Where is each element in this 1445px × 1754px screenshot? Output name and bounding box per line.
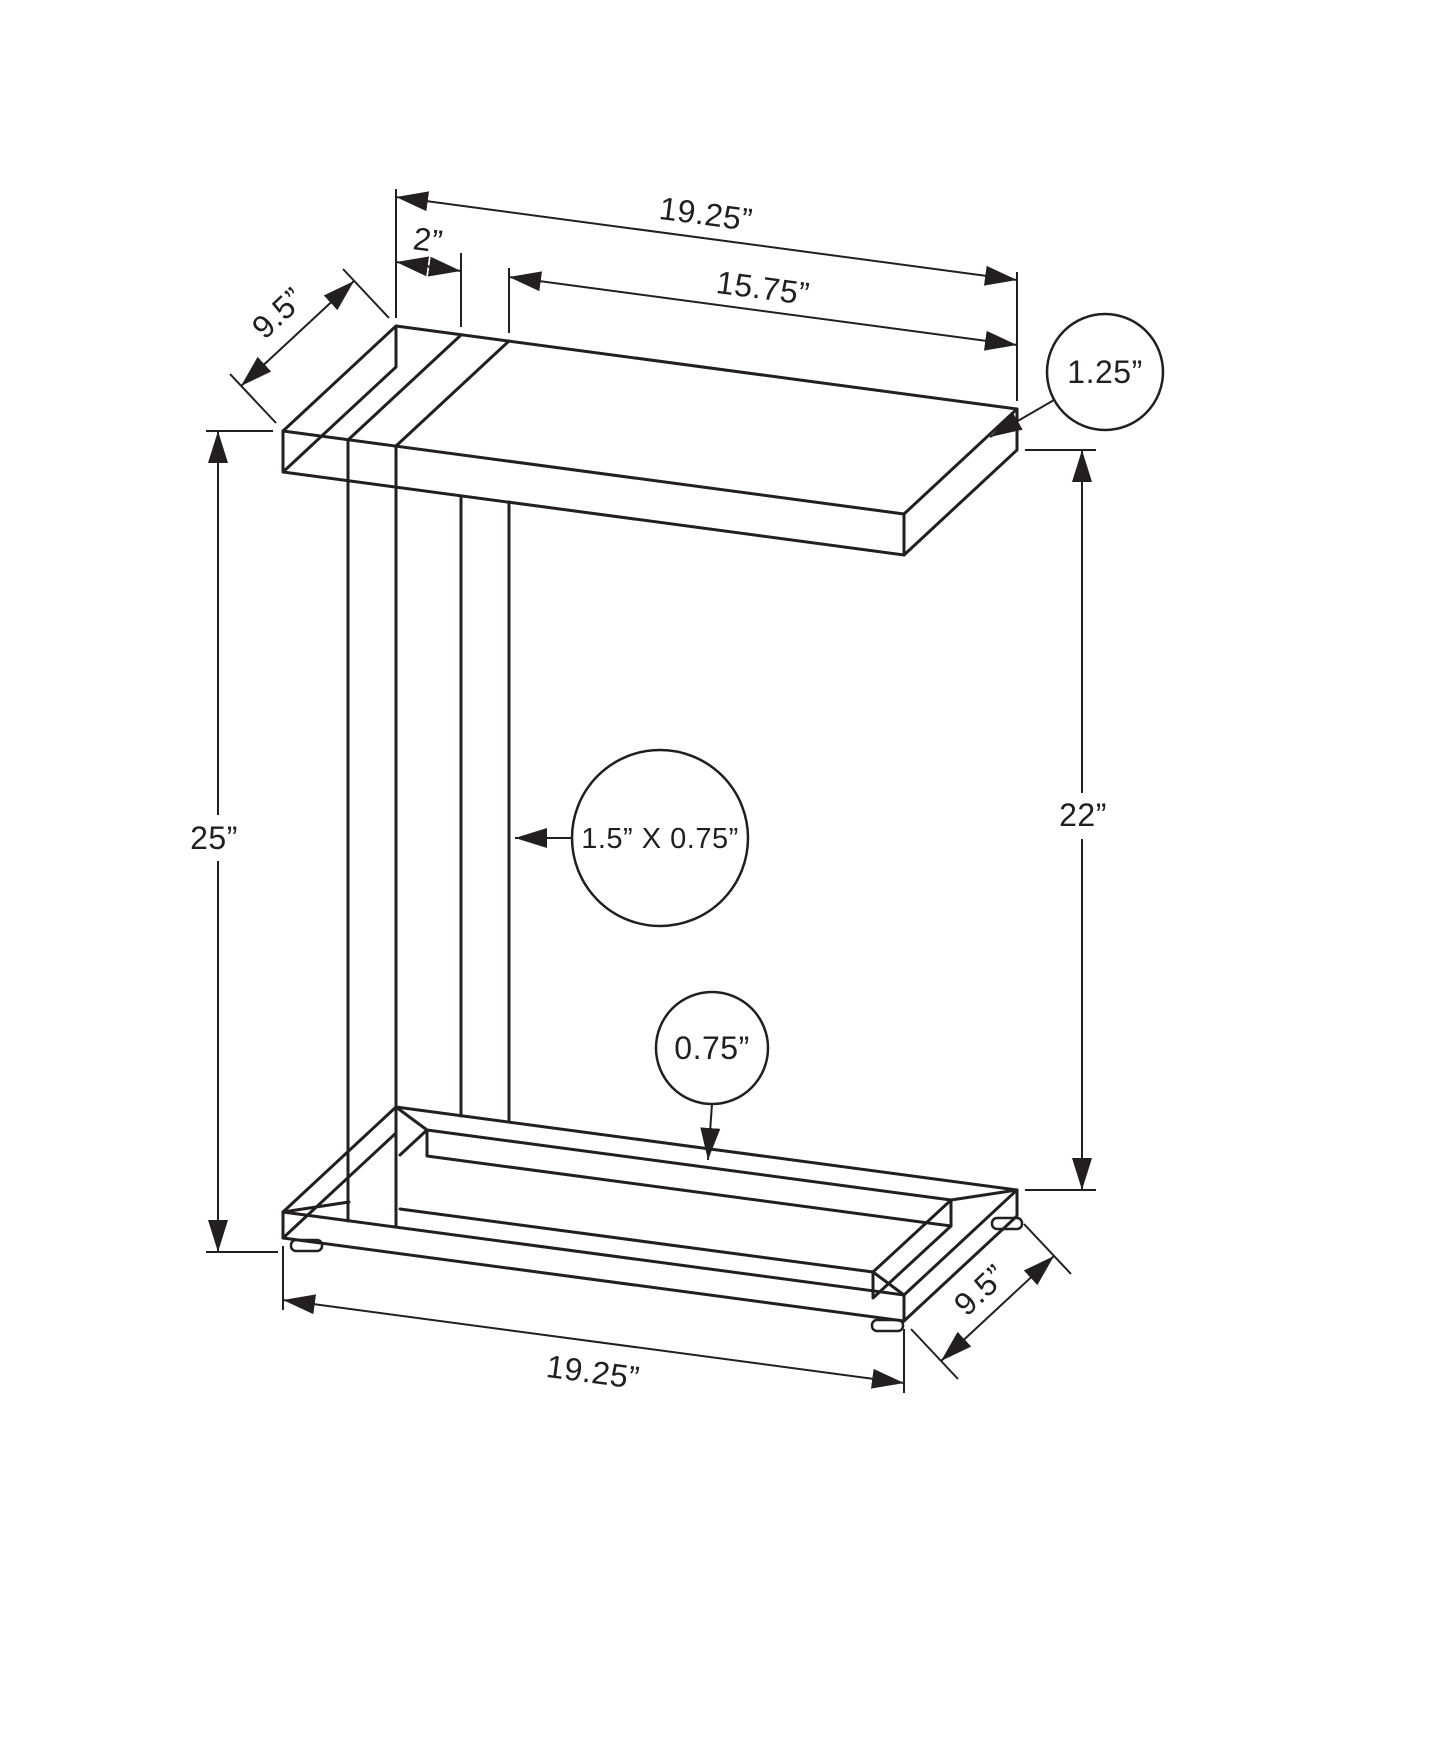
callout-frame-tube: 1.5” X 0.75” [515, 748, 750, 928]
dim-top-clear-width-label: 15.75” [714, 264, 812, 312]
foot-front-left [289, 1238, 324, 1253]
dim-overall-height: 25” [186, 430, 278, 1253]
callout-top-thickness-circle [1045, 312, 1165, 432]
dim-frame-offset: 2” [395, 220, 462, 327]
frame-back-leg [459, 494, 511, 1124]
dim-base-depth-label: 9.5” [947, 1257, 1013, 1322]
callout-top-thickness-label: 1.25” [1067, 354, 1142, 390]
base-frame [281, 1105, 1019, 1323]
callout-frame-tube-circle [570, 748, 750, 928]
dim-clearance-height: 22” [1025, 449, 1112, 1191]
callout-base-thickness-label: 0.75” [674, 1030, 749, 1066]
dim-top-depth-label: 9.5” [245, 280, 311, 345]
dim-overall-height-label: 25” [190, 820, 238, 856]
dim-base-depth: 9.5” [910, 1223, 1072, 1380]
dim-top-clear-width: 15.75” [508, 264, 1018, 351]
dim-base-width: 19.25” [282, 1246, 905, 1396]
frame-front-leg [346, 438, 398, 1229]
callout-base-thickness-circle [654, 990, 770, 1106]
callout-top-thickness: 1.25” [989, 312, 1165, 438]
dim-clearance-height-label: 22” [1059, 797, 1107, 833]
dim-top-overall-width-label: 19.25” [657, 190, 755, 238]
table-top [281, 324, 1019, 557]
dim-top-overall-width: 19.25” [395, 189, 1018, 401]
dim-base-width-label: 19.25” [544, 1348, 642, 1396]
dim-top-depth: 9.5” [229, 268, 390, 424]
frame-top-band [346, 333, 511, 448]
foot-back-right [990, 1216, 1024, 1231]
callout-frame-tube-label: 1.5” X 0.75” [581, 823, 739, 855]
callout-base-thickness: 0.75” [654, 990, 770, 1161]
dim-frame-offset-label: 2” [411, 220, 445, 260]
